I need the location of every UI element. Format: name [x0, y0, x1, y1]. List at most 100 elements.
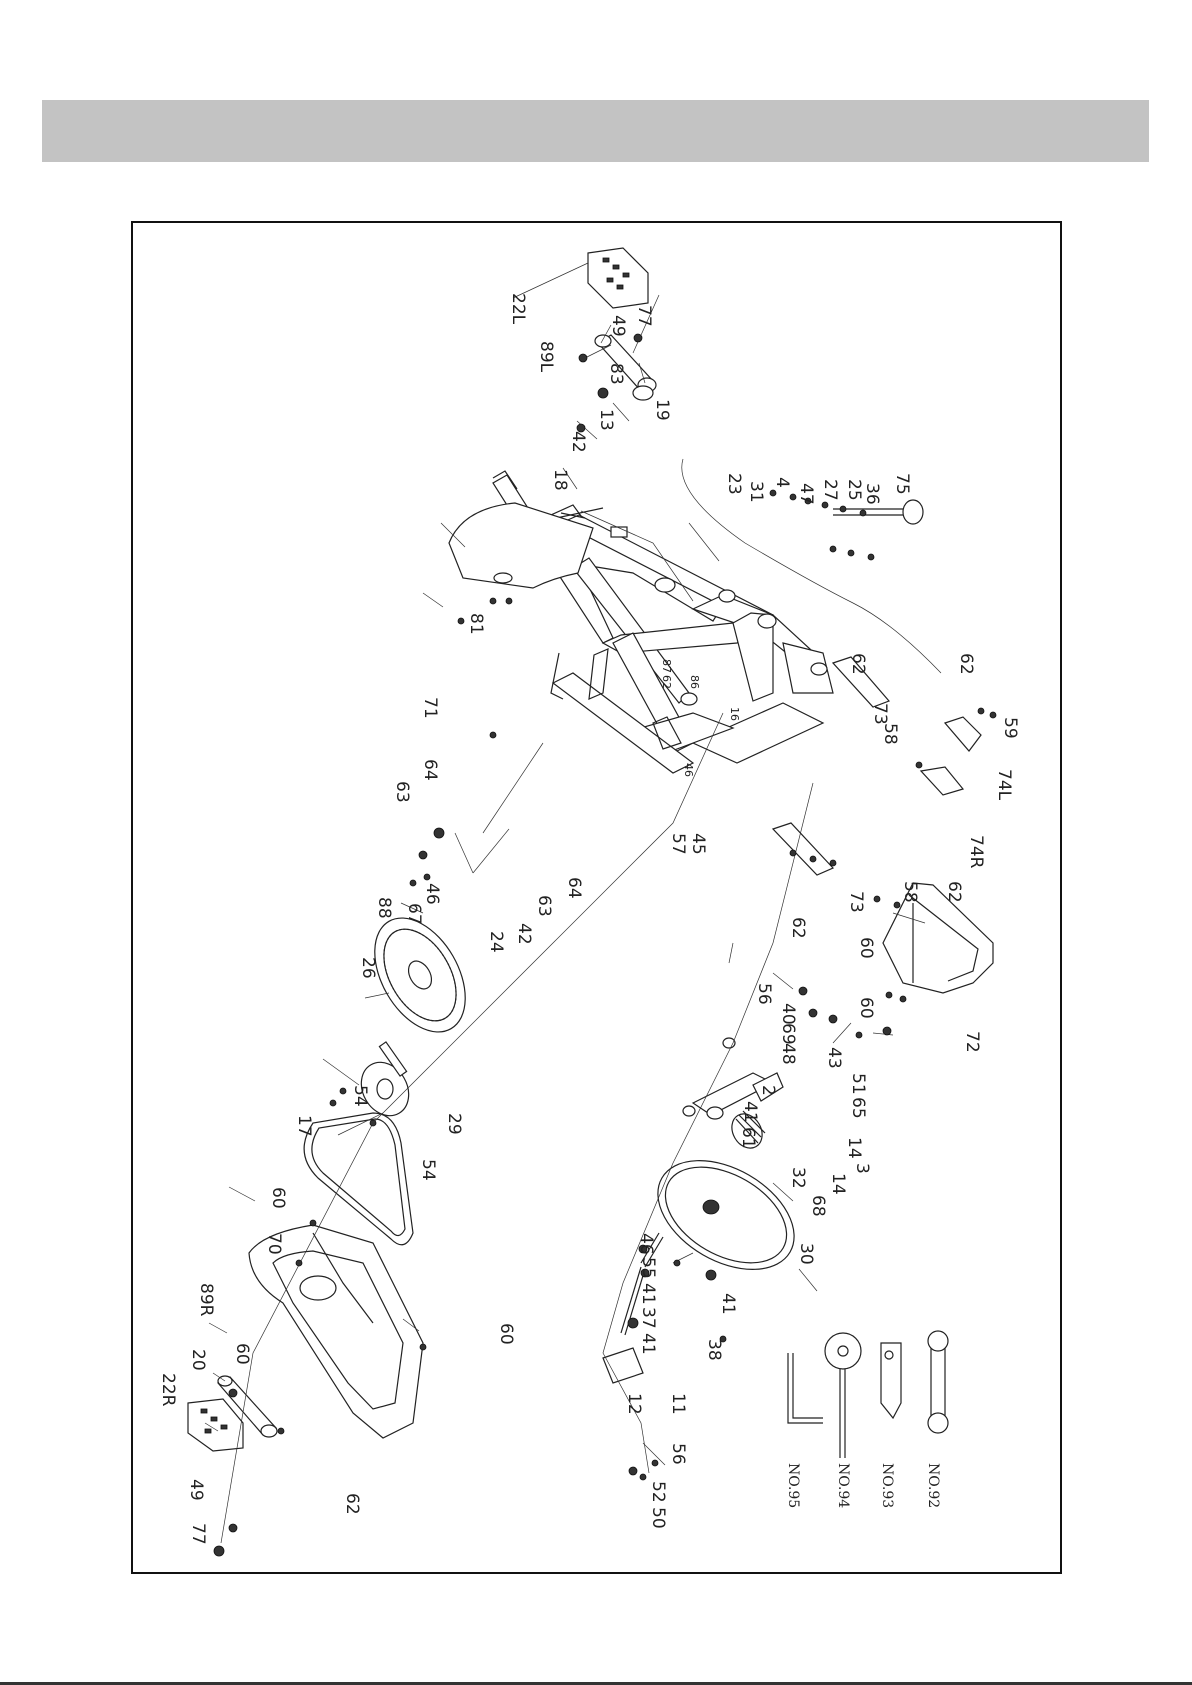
- part-label-43: 43: [824, 1047, 844, 1069]
- part-label-12: 12: [624, 1393, 644, 1415]
- part-label-16: 16: [728, 707, 741, 721]
- part-label-41d: 41: [718, 1293, 738, 1315]
- part-label-4: 4: [772, 477, 792, 488]
- part-label-41b: 41: [638, 1283, 658, 1305]
- part-label-55: 55: [638, 1257, 658, 1279]
- part-label-41c: 41: [638, 1333, 658, 1355]
- part-label-54a: 54: [350, 1085, 370, 1107]
- part-label-26: 26: [358, 957, 378, 979]
- part-label-11: 11: [668, 1393, 688, 1415]
- exploded-parts-diagram: 22L89L7749831913421823314472725367581876…: [158, 247, 1020, 1557]
- part-label-41a: 41: [740, 1101, 760, 1123]
- part-label-22l: 22L: [508, 293, 528, 325]
- rear-cover-72: [882, 882, 994, 994]
- part-label-58a: 58: [880, 723, 900, 745]
- fastener-markers: [213, 333, 997, 1557]
- part-label-64a: 64: [420, 759, 440, 781]
- part-label-60e: 60: [232, 1343, 252, 1365]
- part-label-52: 52: [648, 1481, 668, 1503]
- footer-rule: [0, 1682, 1192, 1685]
- part-label-37: 37: [638, 1307, 658, 1329]
- part-label-77b: 77: [188, 1523, 208, 1545]
- part-label-50: 50: [648, 1507, 668, 1529]
- pedal-22R: [187, 1398, 244, 1452]
- part-label-14b: 14: [828, 1173, 848, 1195]
- tool-no95-allen-key: [787, 1353, 823, 1424]
- part-label-24: 24: [486, 931, 506, 953]
- part-label-86: 86: [688, 675, 701, 689]
- part-label-75: 75: [892, 473, 912, 495]
- part-label-60d: 60: [496, 1323, 516, 1345]
- part-label-71: 71: [420, 697, 440, 719]
- part-label-27: 27: [820, 479, 840, 501]
- part-label-70: 70: [264, 1233, 284, 1255]
- part-label-40: 40: [778, 1003, 798, 1025]
- part-label-60b: 60: [856, 997, 876, 1019]
- flywheel-30: [657, 1160, 795, 1270]
- part-label-42a: 42: [568, 431, 588, 453]
- part-label-46b: 46: [422, 883, 442, 905]
- part-label-56b: 56: [668, 1443, 688, 1465]
- part-label-62b: 62: [848, 653, 868, 675]
- tool-label-no94: NO.94: [835, 1463, 851, 1508]
- crank-arm-19: [594, 334, 657, 401]
- part-label-22r: 22R: [158, 1373, 178, 1407]
- resistance-bracket: [682, 1037, 784, 1149]
- part-label-77a: 77: [634, 305, 654, 327]
- part-label-63b: 63: [534, 895, 554, 917]
- part-label-60a: 60: [856, 937, 876, 959]
- part-label-65: 65: [848, 1097, 868, 1119]
- part-label-49a: 49: [608, 315, 628, 337]
- part-label-3: 3: [852, 1163, 872, 1174]
- part-label-62a: 62: [660, 675, 673, 689]
- part-label-63a: 63: [392, 781, 412, 803]
- crank-axle-29: [360, 1041, 410, 1117]
- adjustment-knob-75: [833, 499, 924, 525]
- tool-no92-wrench: [927, 1330, 949, 1434]
- stabilizer-73b: [771, 822, 835, 876]
- tool-no93-wrench: [880, 1342, 902, 1420]
- pulley-26: [374, 917, 466, 1033]
- part-label-57: 57: [668, 833, 688, 855]
- part-label-30: 30: [796, 1243, 816, 1265]
- part-label-81: 81: [466, 613, 486, 635]
- tool-no94-cross-wrench: [824, 1332, 862, 1458]
- part-label-62d: 62: [944, 881, 964, 903]
- tool-label-no93: NO.93: [879, 1463, 895, 1508]
- part-label-87: 87: [660, 659, 673, 673]
- part-label-74r: 74R: [966, 835, 986, 869]
- part-label-49b: 49: [186, 1479, 206, 1501]
- part-label-62c: 62: [956, 653, 976, 675]
- part-label-13: 13: [596, 409, 616, 431]
- part-label-20: 20: [188, 1349, 208, 1371]
- part-label-18: 18: [550, 469, 570, 491]
- part-label-46c: 46: [636, 1233, 656, 1255]
- part-label-89r: 89R: [196, 1283, 216, 1317]
- foot-74L: [943, 716, 982, 752]
- part-label-51: 51: [848, 1073, 868, 1095]
- part-label-29: 29: [444, 1113, 464, 1135]
- chain-guard-70: [248, 1224, 424, 1439]
- part-label-23: 23: [724, 473, 744, 495]
- part-label-61: 61: [738, 1127, 758, 1149]
- part-label-59: 59: [1000, 717, 1020, 739]
- part-label-17: 17: [294, 1115, 314, 1137]
- part-label-31: 31: [746, 481, 766, 503]
- cover-plate-71: [448, 502, 594, 605]
- stabilizer-73a: [831, 656, 891, 708]
- part-label-62f: 62: [342, 1493, 362, 1515]
- part-label-89l: 89L: [536, 341, 556, 373]
- part-label-2: 2: [758, 1085, 778, 1096]
- part-label-25: 25: [844, 479, 864, 501]
- part-label-46a: 46: [682, 763, 695, 777]
- part-label-60c: 60: [268, 1187, 288, 1209]
- pedal-22L: [587, 247, 649, 309]
- part-label-56a: 56: [754, 983, 774, 1005]
- part-label-67: 67: [404, 903, 424, 925]
- part-label-42b: 42: [514, 923, 534, 945]
- part-label-47: 47: [796, 483, 816, 505]
- part-label-54b: 54: [418, 1159, 438, 1181]
